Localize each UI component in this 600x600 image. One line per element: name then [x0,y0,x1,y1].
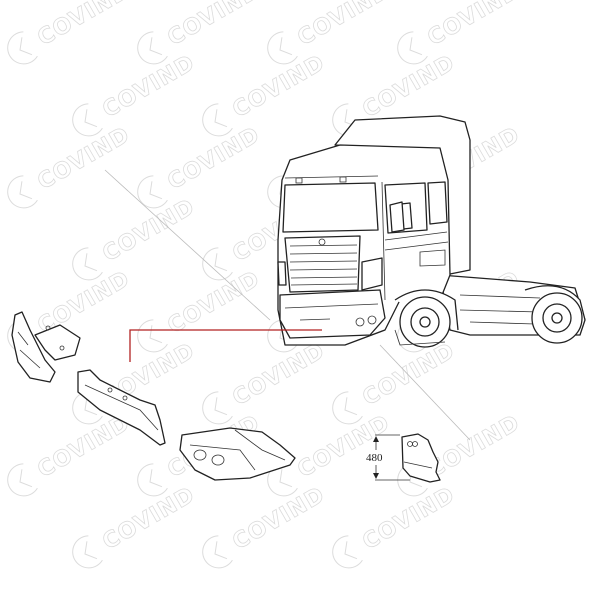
guide-lines [104,169,471,441]
rear-wheel [531,292,583,344]
dimension-label: 480 [366,452,383,464]
truck [277,115,586,348]
part-corner-panel-detail[interactable]: 480 [366,433,441,483]
part-bumper-corner-panel[interactable] [179,427,296,481]
part-bumper-center-bracket[interactable] [77,369,166,446]
leader-line [129,329,322,362]
front-wheel [399,296,451,348]
part-bumper-left-section[interactable] [11,311,81,383]
